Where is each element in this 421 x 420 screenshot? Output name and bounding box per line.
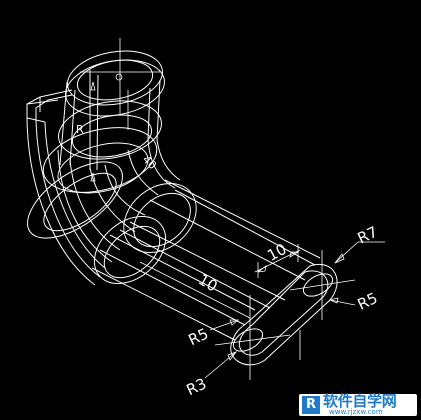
dimension-r7: R7 xyxy=(334,223,385,264)
horizontal-pipe-run xyxy=(91,179,321,341)
elbow-upper-sections: R xyxy=(42,70,162,194)
dim-label-r5-left: R5 xyxy=(186,325,212,350)
dimension-r5-left: R5 xyxy=(186,319,240,350)
dim-label-r3: R3 xyxy=(184,375,210,400)
watermark-url: www.rjzxw.com xyxy=(329,408,383,416)
dimension-r3: R3 xyxy=(184,351,238,400)
slot-end-plate xyxy=(214,250,356,380)
dim-label-r7: R7 xyxy=(355,223,381,248)
top-left-flange xyxy=(26,89,73,123)
elbow-curved-body xyxy=(26,117,181,286)
watermark-logo-icon: R xyxy=(302,396,320,414)
svg-text:R: R xyxy=(76,123,84,136)
top-pipe-end xyxy=(65,38,165,117)
dimension-r5-right: R5 xyxy=(328,289,381,314)
dimension-width-10: 10 xyxy=(254,240,301,278)
dim-label-r5-right: R5 xyxy=(355,289,381,314)
site-watermark: R 软件自学网 www.rjzxw.com xyxy=(299,394,417,416)
watermark-text: 软件自学网 xyxy=(323,392,397,410)
elbow-lower-sections: 40 xyxy=(27,153,197,284)
